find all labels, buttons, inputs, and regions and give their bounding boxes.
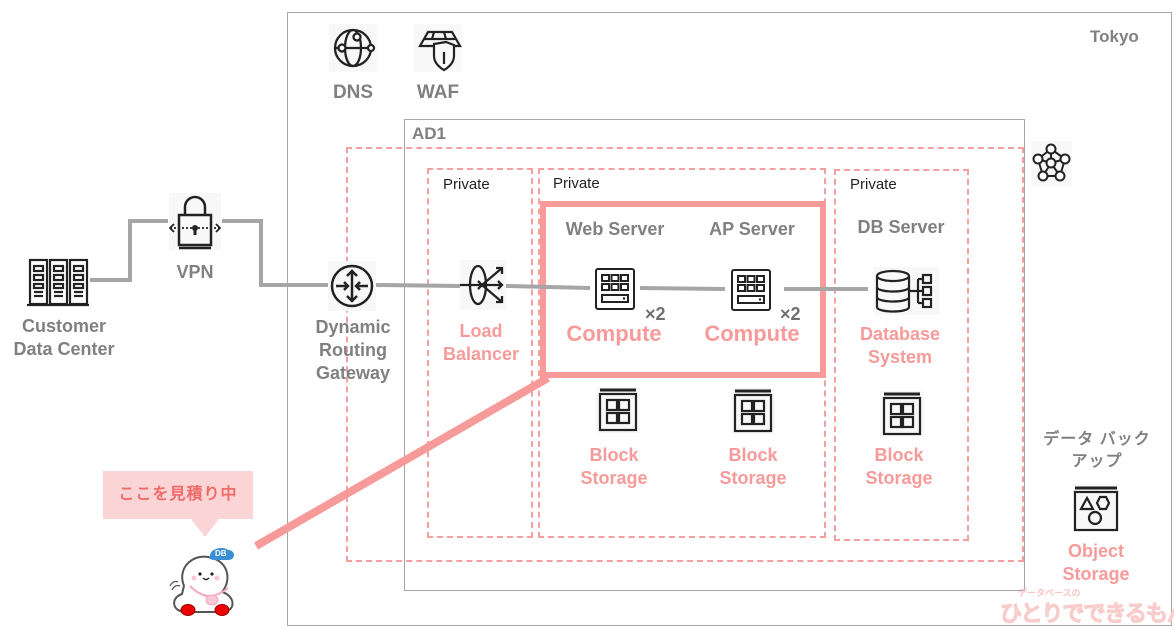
ap-server-service: Compute [704,321,800,346]
backup-title-1: データ バック [1043,431,1151,448]
compute-icon [590,266,640,314]
watermark-logo: ひとりでできるもん [1000,601,1174,627]
wire-drg-lb [375,283,461,288]
db-server-label: DB Server [857,217,945,237]
customer-label-2: Data Center [13,339,115,359]
vpn-label: VPN [176,262,214,282]
ap-server-count: ×2 [780,304,801,324]
subnet-db-label: Private [850,176,897,193]
ap-server-label: AP Server [709,219,795,239]
wire-vpn-drg [222,219,330,287]
dns-label: DNS [332,82,374,103]
block-storage-1-label-2: Storage [580,468,648,488]
load-balancer-label-2: Balancer [442,344,520,364]
subnet-app-label: Private [553,175,600,192]
block-storage-3-label-1: Block [874,445,924,465]
customer-label-1: Customer [21,316,106,336]
subnet-lb [427,168,533,538]
block-storage-2-label-1: Block [728,445,778,465]
wire-customer-vpn [90,219,168,282]
vcn-network-icon [1031,141,1072,186]
subnet-db [834,169,969,541]
server-rack-icon [26,252,90,308]
block-storage-icon [731,388,775,434]
vcn-boundary [346,147,1024,562]
padlock-icon [169,193,221,250]
drg-label-2: Routing [319,340,387,360]
region-boundary [287,12,1172,626]
object-storage-label-1: Object [1067,541,1124,561]
web-server-service: Compute [566,321,662,346]
backup-title-2: アップ [1071,453,1123,470]
object-storage-icon [1073,484,1119,532]
globe-network-icon [329,24,377,72]
object-storage-label-2: Storage [1062,564,1130,584]
region-label: Tokyo [1090,27,1139,46]
wire-web-ap [639,286,726,291]
waf-label: WAF [416,82,460,103]
block-storage-icon [596,387,640,433]
estimate-callout-text: ここを見積り中 [118,486,238,503]
database-icon [873,267,939,315]
block-storage-1-label-1: Block [589,445,639,465]
load-balancer-label-1: Load [459,321,503,341]
database-system-label-1: Database [859,324,941,344]
compute-icon [726,267,776,315]
block-storage-3-label-2: Storage [865,468,933,488]
drg-label-1: Dynamic [315,317,391,337]
availability-domain-label: AD1 [412,124,447,143]
load-balancer-icon [460,260,506,310]
estimate-callout-bubble: ここを見積り中 [103,471,253,537]
subnet-lb-label: Private [443,176,490,193]
watermark-subtext: データベースの [1018,588,1081,598]
mascot-badge: DB [215,549,227,558]
block-storage-icon [880,391,924,437]
block-storage-2-label-2: Storage [719,468,787,488]
router-icon [328,261,376,311]
web-server-count: ×2 [645,304,666,324]
wire-lb-web [505,284,591,290]
firewall-shield-icon [414,24,462,72]
drg-label-3: Gateway [315,363,391,383]
mascot-character: DB [166,546,244,616]
availability-domain-boundary [404,119,1025,591]
callout-pointer-line [254,374,550,550]
web-server-label: Web Server [565,219,665,239]
database-system-label-2: System [867,347,933,367]
